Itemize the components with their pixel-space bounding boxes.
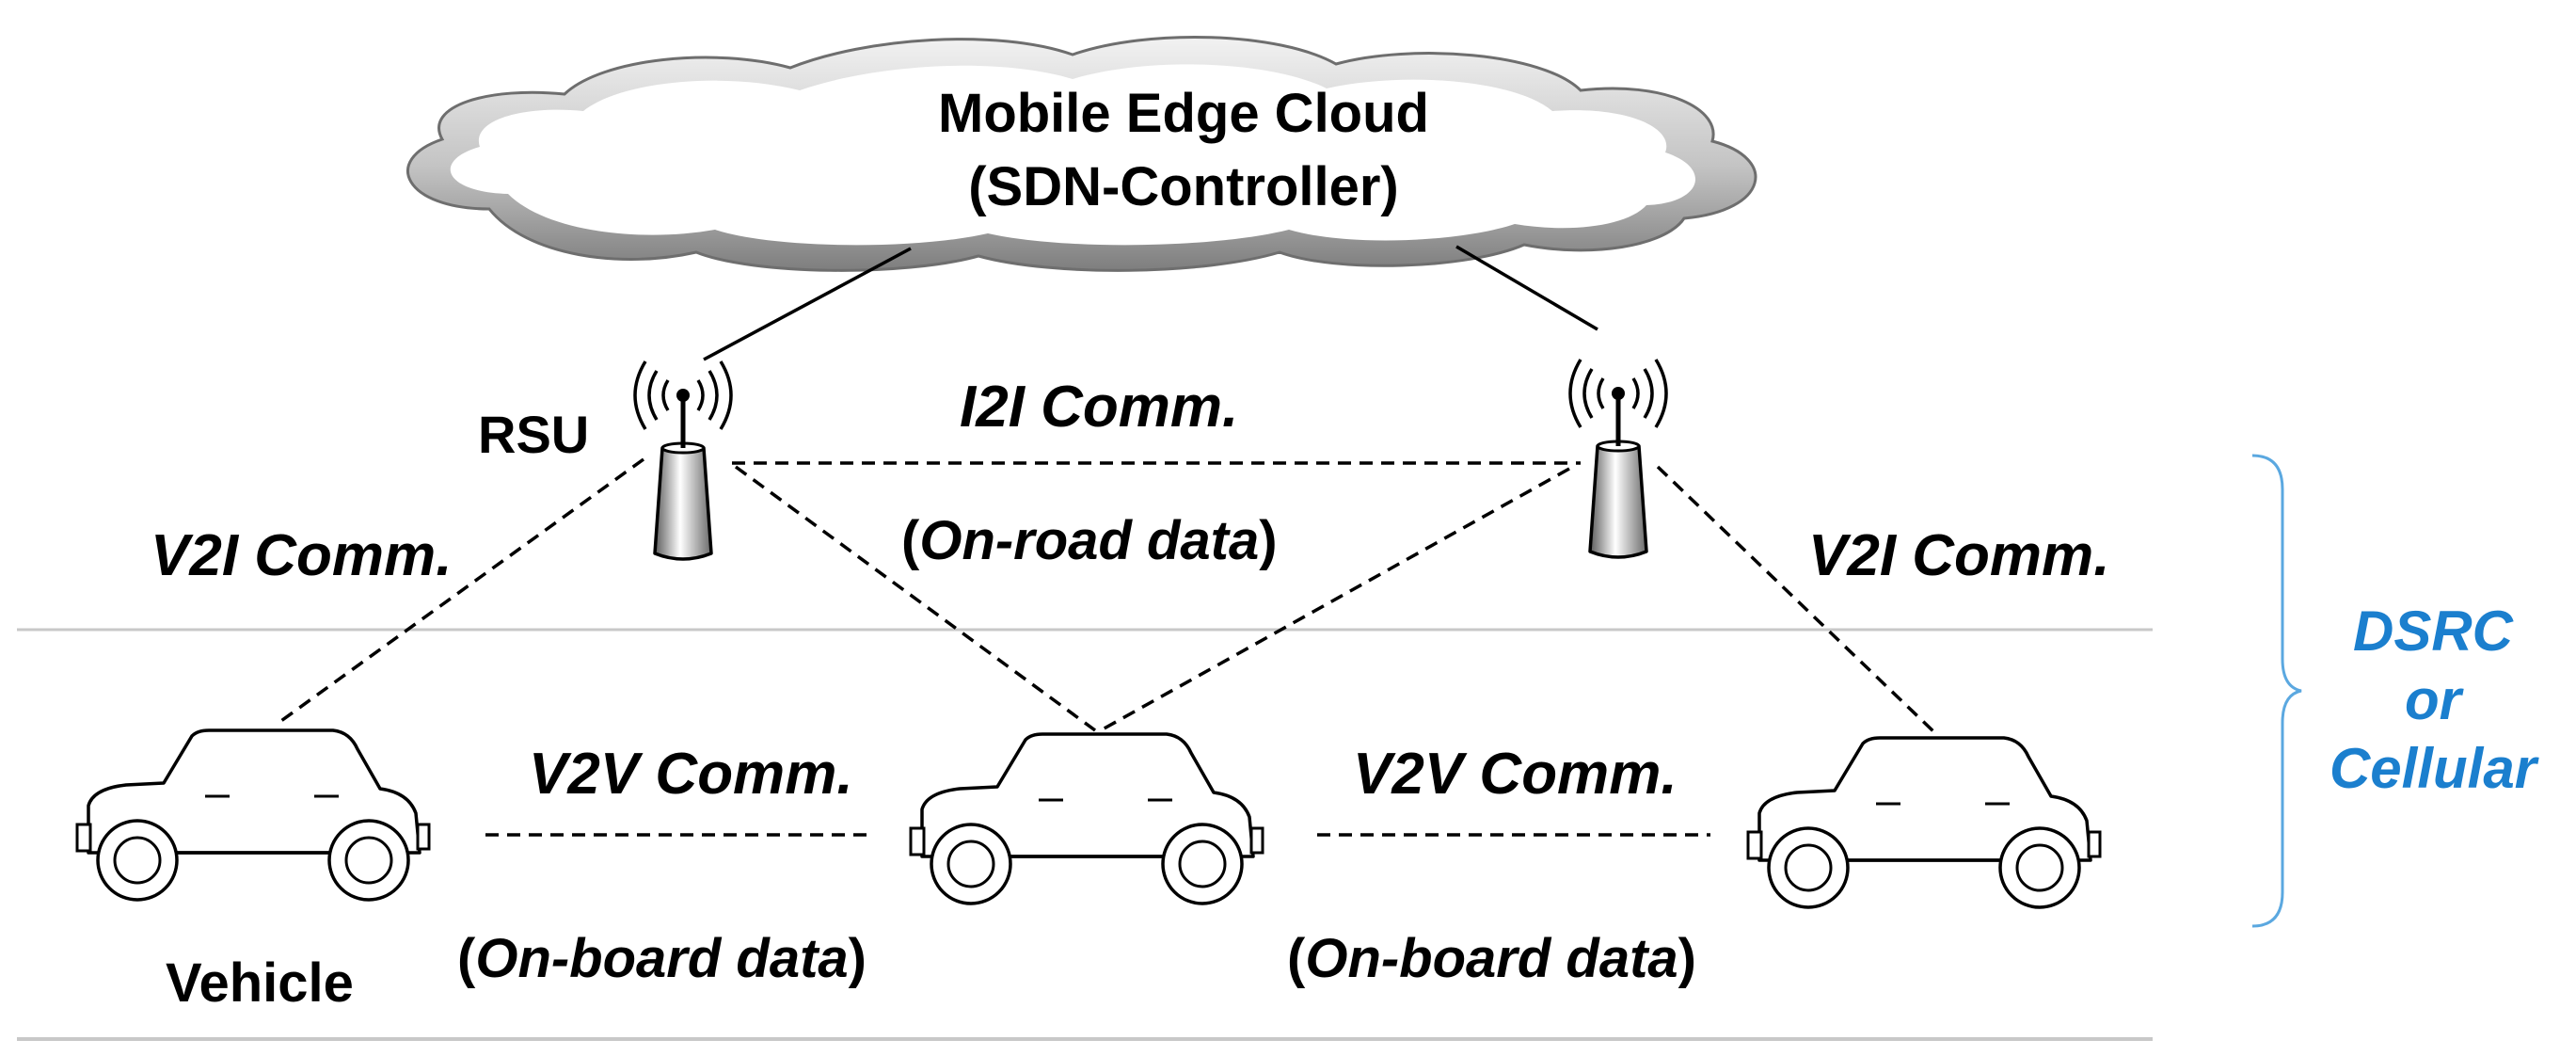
v2v-comm-label-left: V2V Comm. [529, 742, 853, 807]
bracket [2251, 454, 2302, 928]
on-board-data-label-right: (On-board data) [1287, 932, 1696, 986]
v2i-link-center-right [1100, 467, 1570, 732]
paren-close: ) [1259, 510, 1278, 571]
v2i-link-left [277, 457, 645, 725]
cloud-link-left [703, 247, 912, 361]
on-board-data-text-right: On-board data [1305, 928, 1678, 989]
v2i-link-right [1656, 465, 1936, 734]
paren-open: ( [1287, 928, 1306, 989]
paren-open: ( [901, 510, 920, 571]
rsu-antenna-icon [1570, 360, 1666, 557]
on-road-data-text: On-road data [919, 510, 1260, 571]
car-icon [909, 732, 1264, 905]
dsrc-cellular-label: DSRC or Cellular [2292, 597, 2574, 804]
v2i-comm-label-right: V2I Comm. [1808, 523, 2110, 588]
cellular-text: Cellular [2329, 737, 2537, 801]
on-road-data-label: (On-road data) [901, 514, 1278, 568]
on-board-data-text-left: On-board data [475, 928, 849, 989]
car-icon [1746, 736, 2102, 909]
cloud-link-right [1455, 245, 1598, 331]
cloud-icon [406, 35, 1757, 272]
i2i-comm-label: I2I Comm. [960, 375, 1239, 440]
rsu-antenna-icon [635, 361, 731, 559]
dsrc-text: DSRC [2352, 600, 2513, 663]
vehicle-label: Vehicle [166, 952, 354, 1014]
v2i-link-center-left [734, 465, 1097, 732]
paren-close: ) [848, 928, 867, 989]
rsu-label: RSU [478, 405, 590, 464]
car-icon [75, 728, 431, 902]
cloud-title: Mobile Edge Cloud [938, 83, 1429, 144]
paren-close: ) [1678, 928, 1696, 989]
cloud-subtitle: (SDN-Controller) [968, 156, 1399, 217]
paren-open: ( [457, 928, 476, 989]
v2i-comm-label-left: V2I Comm. [151, 523, 453, 588]
v2v-comm-label-right: V2V Comm. [1353, 742, 1678, 807]
on-board-data-label-left: (On-board data) [457, 932, 867, 986]
or-text: or [2405, 668, 2461, 732]
